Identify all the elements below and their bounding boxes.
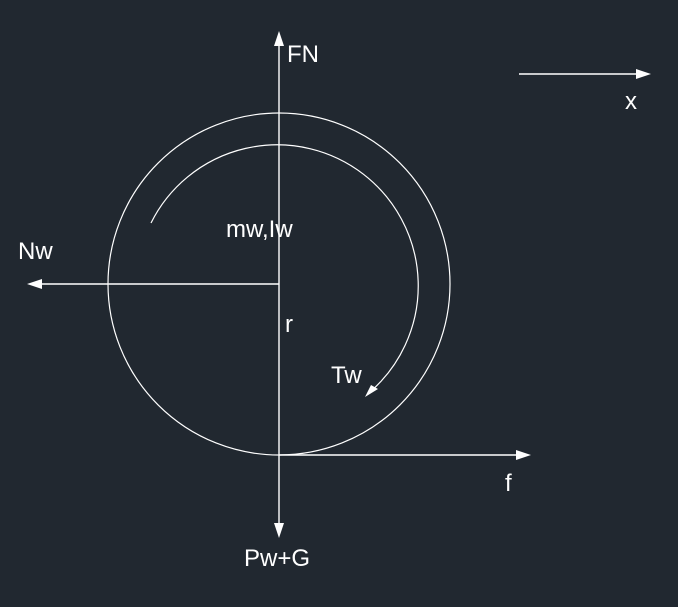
label-pw-g: Pw+G [244, 545, 310, 572]
f-arrowhead [516, 450, 531, 460]
label-x: x [625, 88, 637, 115]
x-axis-arrowhead [636, 69, 651, 79]
label-r: r [285, 311, 293, 338]
label-f: f [505, 470, 512, 497]
label-tw: Tw [331, 362, 362, 389]
torque-arrowhead [365, 385, 378, 397]
torque-arc [150, 144, 419, 393]
nw-arrowhead [27, 279, 42, 289]
fn-arrowhead [274, 31, 284, 46]
label-mass-inertia: mw,Iw [226, 216, 293, 243]
label-fn: FN [287, 41, 319, 68]
pw-g-arrowhead [274, 523, 284, 538]
label-nw: Nw [18, 238, 53, 265]
